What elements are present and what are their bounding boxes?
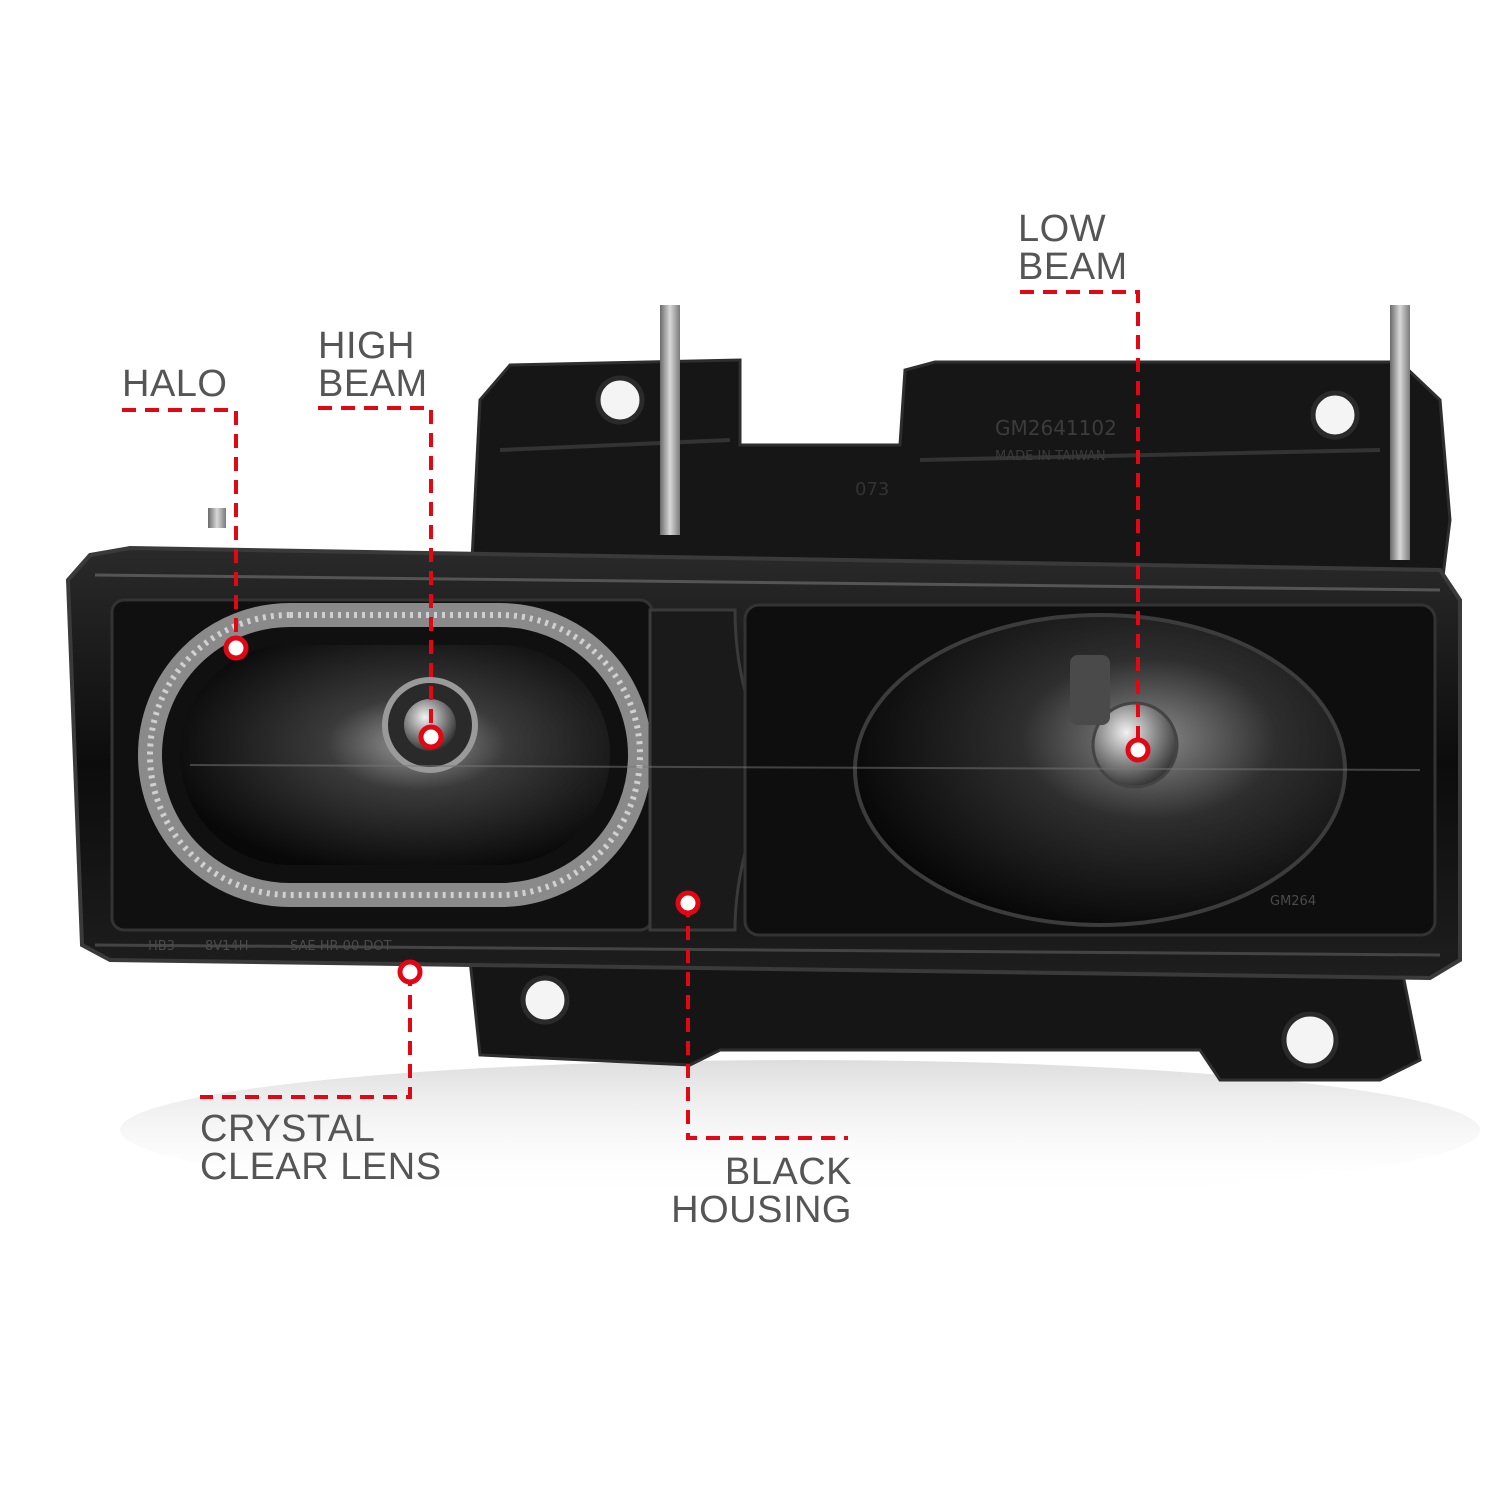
halo-ring-inner [147,612,643,898]
low-beam-bulb-base [1070,655,1110,725]
stamp-code: 073 [855,479,889,500]
stamp-part-number: GM2641102 [995,416,1117,440]
lens-bottom-edge [94,943,1441,957]
halo-label: HALO [122,365,227,403]
mount-hole-top-right [1310,390,1360,440]
halo-dot [223,635,249,661]
housing-ridge [499,438,1381,462]
housing-leader-line [686,903,848,1140]
lens-top-edge [94,573,1441,592]
housing-label-line2: HOUSING [671,1189,852,1231]
housing-dot [675,890,701,916]
low-beam-dot [1125,737,1151,763]
lens-label: CRYSTAL CLEAR LENS [200,1110,442,1186]
lens-label-line2: CLEAR LENS [200,1146,442,1188]
housing-label-line1: BLACK [724,1151,852,1193]
high-beam-label-line1: HIGH [318,325,415,367]
lens-dot [397,959,423,985]
lens-code-1: HB3 [148,939,175,954]
callout-dots [223,635,1151,985]
high-beam-leader-line [318,406,433,735]
lens-code-3: SAE HR 00 DOT [290,939,392,954]
lens-horizontal-line [189,764,1421,771]
halo-label-line1: HALO [122,363,228,405]
right-code: GM264 [1270,894,1316,909]
high-beam-dot [418,724,444,750]
stamp-origin: MADE IN TAIWAN [995,449,1106,464]
mount-hole-bottom-right [1281,1011,1339,1069]
low-beam-leader-line [1020,290,1140,748]
mount-hole-top-left [595,375,645,425]
mount-hole-bottom-left [520,975,570,1025]
ground-shadow [120,1060,1480,1200]
lens-label-line1: CRYSTAL [200,1108,376,1150]
high-beam-label: HIGH BEAM [318,327,428,403]
lens-code-2: 8V14H [205,939,248,954]
high-beam-label-line2: BEAM [318,363,428,405]
low-beam-label-line1: LOW [1018,208,1107,250]
adjuster-pin-right [1390,305,1410,560]
low-beam-label: LOW BEAM [1018,210,1128,286]
adjuster-pin-left [660,305,680,535]
housing-label: BLACK HOUSING [660,1153,852,1229]
low-beam-label-line2: BEAM [1018,246,1128,288]
callout-lines [122,290,1140,1140]
small-stud [208,508,226,528]
lens-leader-line [200,972,412,1099]
lower-bracket [468,958,1422,1082]
